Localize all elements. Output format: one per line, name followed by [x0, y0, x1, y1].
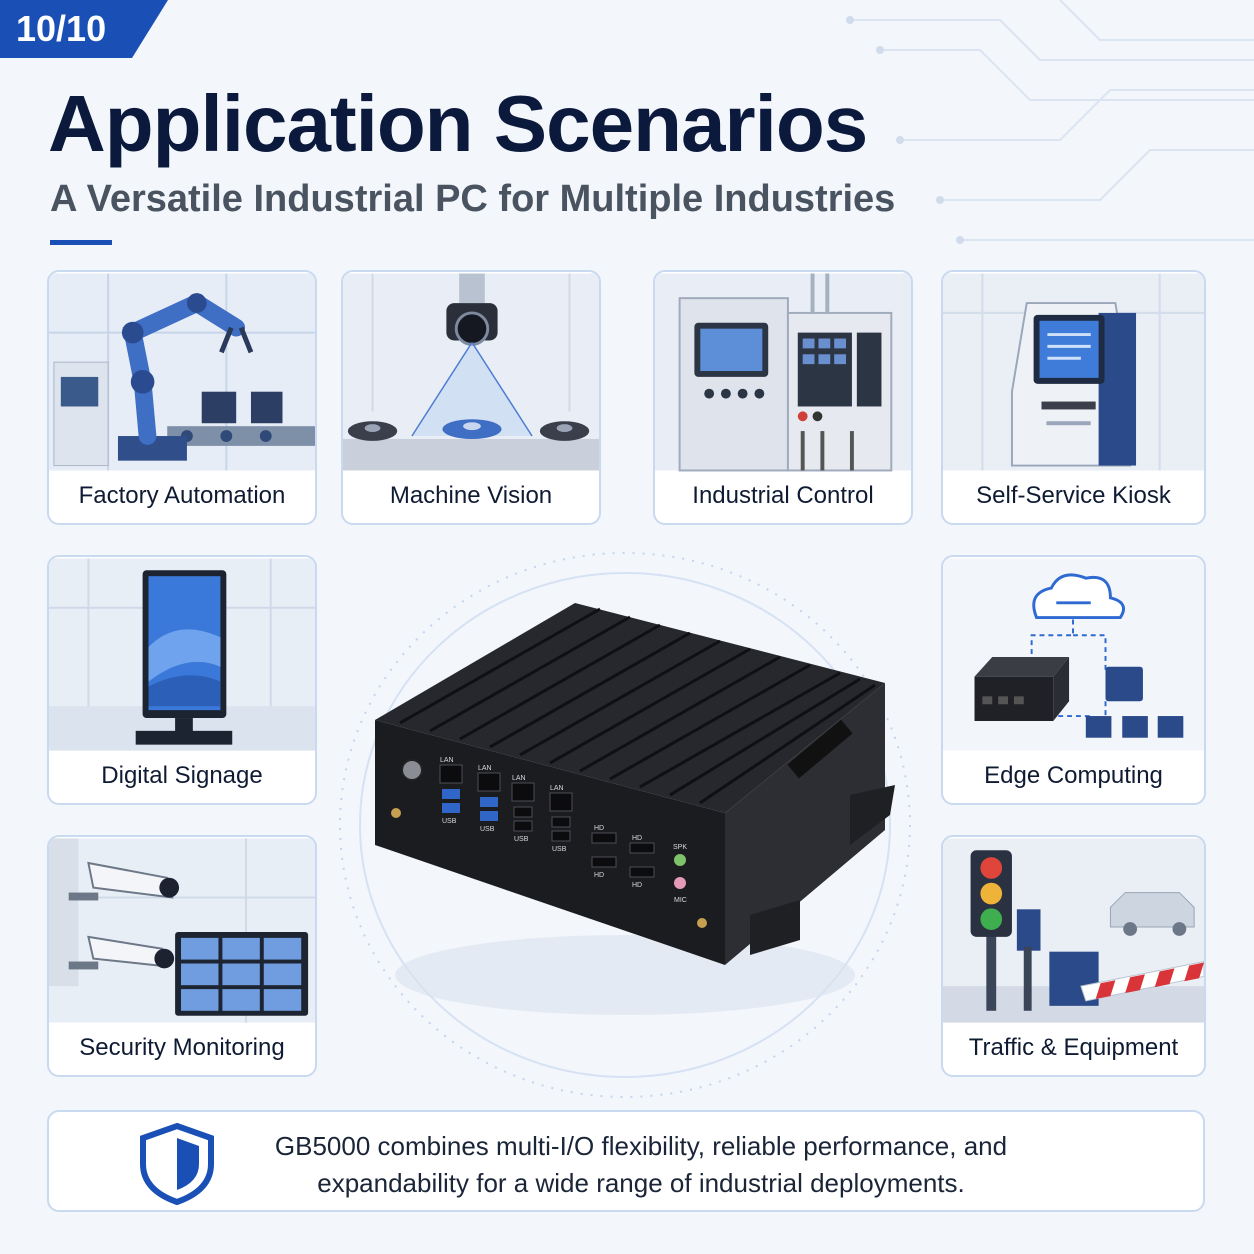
port-label-usb-4: USB	[552, 846, 567, 853]
port-label-usb-1: USB	[442, 818, 457, 825]
summary-footer: GB5000 combines multi-I/O flexibility, r…	[47, 1110, 1205, 1212]
robot-arm-icon	[49, 272, 315, 472]
port-label-hd-3: HD	[594, 872, 604, 879]
scenario-card-digital-signage[interactable]: Digital Signage	[47, 555, 317, 805]
title-accent-bar	[50, 240, 112, 245]
scenario-label: Factory Automation	[78, 482, 286, 509]
scenario-card-edge-computing-gateway[interactable]: Edge Computing Gateway	[941, 555, 1206, 805]
industrial-pc-illustration: LAN LAN LAN LAN USB USB USB USB HD HD HD…	[339, 552, 911, 1098]
cctv-icon	[49, 837, 315, 1024]
port-label-lan-4: LAN	[550, 785, 564, 792]
scenario-card-factory-automation[interactable]: Factory Automation	[47, 270, 317, 525]
traffic-light-icon	[943, 837, 1204, 1024]
shield-icon	[140, 1122, 214, 1206]
scenario-card-industrial-control[interactable]: Industrial Control	[653, 270, 913, 525]
port-label-lan-3: LAN	[512, 775, 526, 782]
page-title: Application Scenarios	[48, 79, 868, 168]
scenario-label: Industrial Control	[692, 482, 874, 509]
scenario-label: Traffic & Equipment Control	[968, 1034, 1179, 1061]
summary-text: GB5000 combines multi-I/O flexibility, r…	[269, 1128, 1013, 1202]
port-label-usb-2: USB	[480, 826, 495, 833]
control-panel-icon	[655, 272, 911, 472]
summary-line-1: GB5000 combines multi-I/O flexibility, r…	[274, 1131, 1008, 1161]
cloud-icon	[943, 557, 1204, 752]
scenario-label: Security Monitoring	[79, 1034, 285, 1061]
scenario-label: Machine Vision	[389, 482, 553, 509]
port-label-hd-1: HD	[594, 825, 604, 832]
summary-line-2: expandability for a wide range of indust…	[317, 1168, 965, 1198]
port-label-lan-1: LAN	[440, 757, 454, 764]
port-label-spk: SPK	[673, 844, 687, 851]
scenario-label: Edge Computing Gateway	[984, 762, 1163, 789]
port-label-usb-3: USB	[514, 836, 529, 843]
page-subtitle: A Versatile Industrial PC for Multiple I…	[50, 178, 896, 220]
scenario-label: Digital Signage	[101, 762, 263, 789]
port-label-hd-2: HD	[632, 835, 642, 842]
scenario-card-security-monitoring[interactable]: Security Monitoring	[47, 835, 317, 1077]
scenario-card-self-service-kiosk[interactable]: Self-Service Kiosk	[941, 270, 1206, 525]
scenario-label: Self-Service Kiosk	[976, 482, 1171, 509]
kiosk-icon	[943, 272, 1204, 472]
port-label-lan-2: LAN	[478, 765, 492, 772]
scenario-card-machine-vision[interactable]: Machine Vision	[341, 270, 601, 525]
page-counter-badge: 10/10	[0, 0, 168, 58]
port-label-mic: MIC	[674, 897, 687, 904]
scenario-card-traffic-equipment-control[interactable]: Traffic & Equipment Control	[941, 835, 1206, 1077]
camera-icon	[343, 272, 599, 472]
port-label-hd-4: HD	[632, 882, 642, 889]
signage-icon	[49, 557, 315, 752]
